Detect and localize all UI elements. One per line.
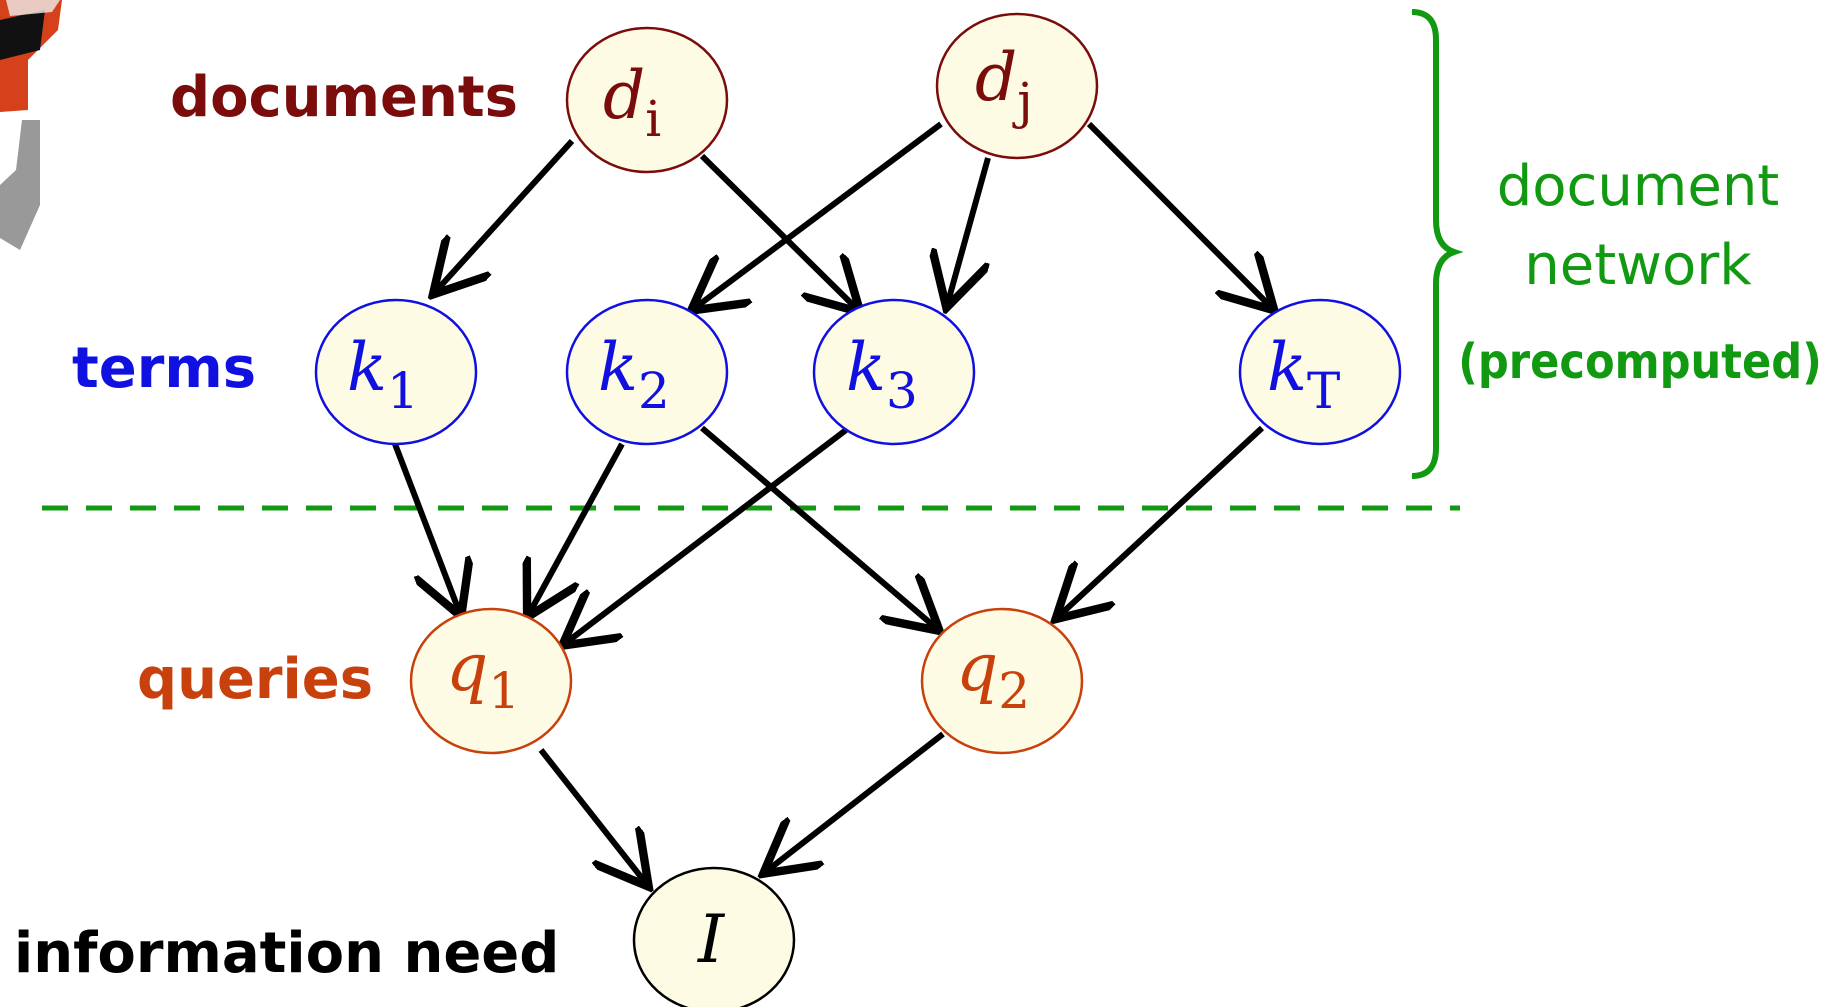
node-q-2: q2	[920, 607, 1084, 755]
edges	[392, 121, 1270, 882]
svg-text:k2: k2	[598, 329, 670, 420]
svg-text:q2: q2	[956, 629, 1030, 720]
edge-k3-q1	[567, 427, 848, 642]
row-label-terms: terms	[72, 336, 256, 401]
edge-kT-q2	[1060, 425, 1265, 615]
node-k-3: k3	[812, 298, 976, 446]
node-d-i: di	[565, 26, 729, 174]
row-label-queries: queries	[137, 647, 373, 712]
node-k-2: k2	[565, 298, 729, 446]
node-information-need-I: I	[632, 866, 796, 1007]
edge-q2-I	[768, 731, 945, 870]
node-k-1: k1	[314, 298, 478, 446]
edge-k2-q1	[530, 442, 625, 612]
robot-mascot-icon	[0, 0, 62, 250]
document-network-brace	[1411, 9, 1464, 479]
edge-dj-k2	[696, 121, 943, 307]
svg-text:q1: q1	[446, 629, 520, 720]
svg-text:di: di	[603, 57, 661, 148]
row-label-documents: documents	[170, 65, 518, 130]
svg-text:kT: kT	[1267, 329, 1340, 420]
edge-q1-I	[538, 748, 645, 882]
row-label-information-need: information need	[14, 921, 559, 986]
node-k-T: kT	[1238, 298, 1402, 446]
brace-label-network: network	[1524, 233, 1752, 298]
brace-label-document: document	[1497, 154, 1780, 219]
svg-text:I: I	[697, 901, 726, 978]
svg-text:k1: k1	[347, 329, 419, 420]
edge-dj-kT	[1086, 121, 1270, 306]
brace-label-precomputed: (precomputed)	[1458, 334, 1822, 390]
edge-di-k3	[699, 153, 856, 308]
svg-text:k3: k3	[846, 329, 918, 420]
node-q-1: q1	[409, 607, 573, 755]
edge-k2-q2	[700, 425, 935, 627]
edge-k1-q1	[392, 442, 459, 611]
svg-text:dj: dj	[975, 39, 1033, 130]
edge-di-k1	[437, 138, 575, 290]
edge-dj-k3	[948, 157, 991, 302]
node-d-j: dj	[935, 12, 1099, 160]
